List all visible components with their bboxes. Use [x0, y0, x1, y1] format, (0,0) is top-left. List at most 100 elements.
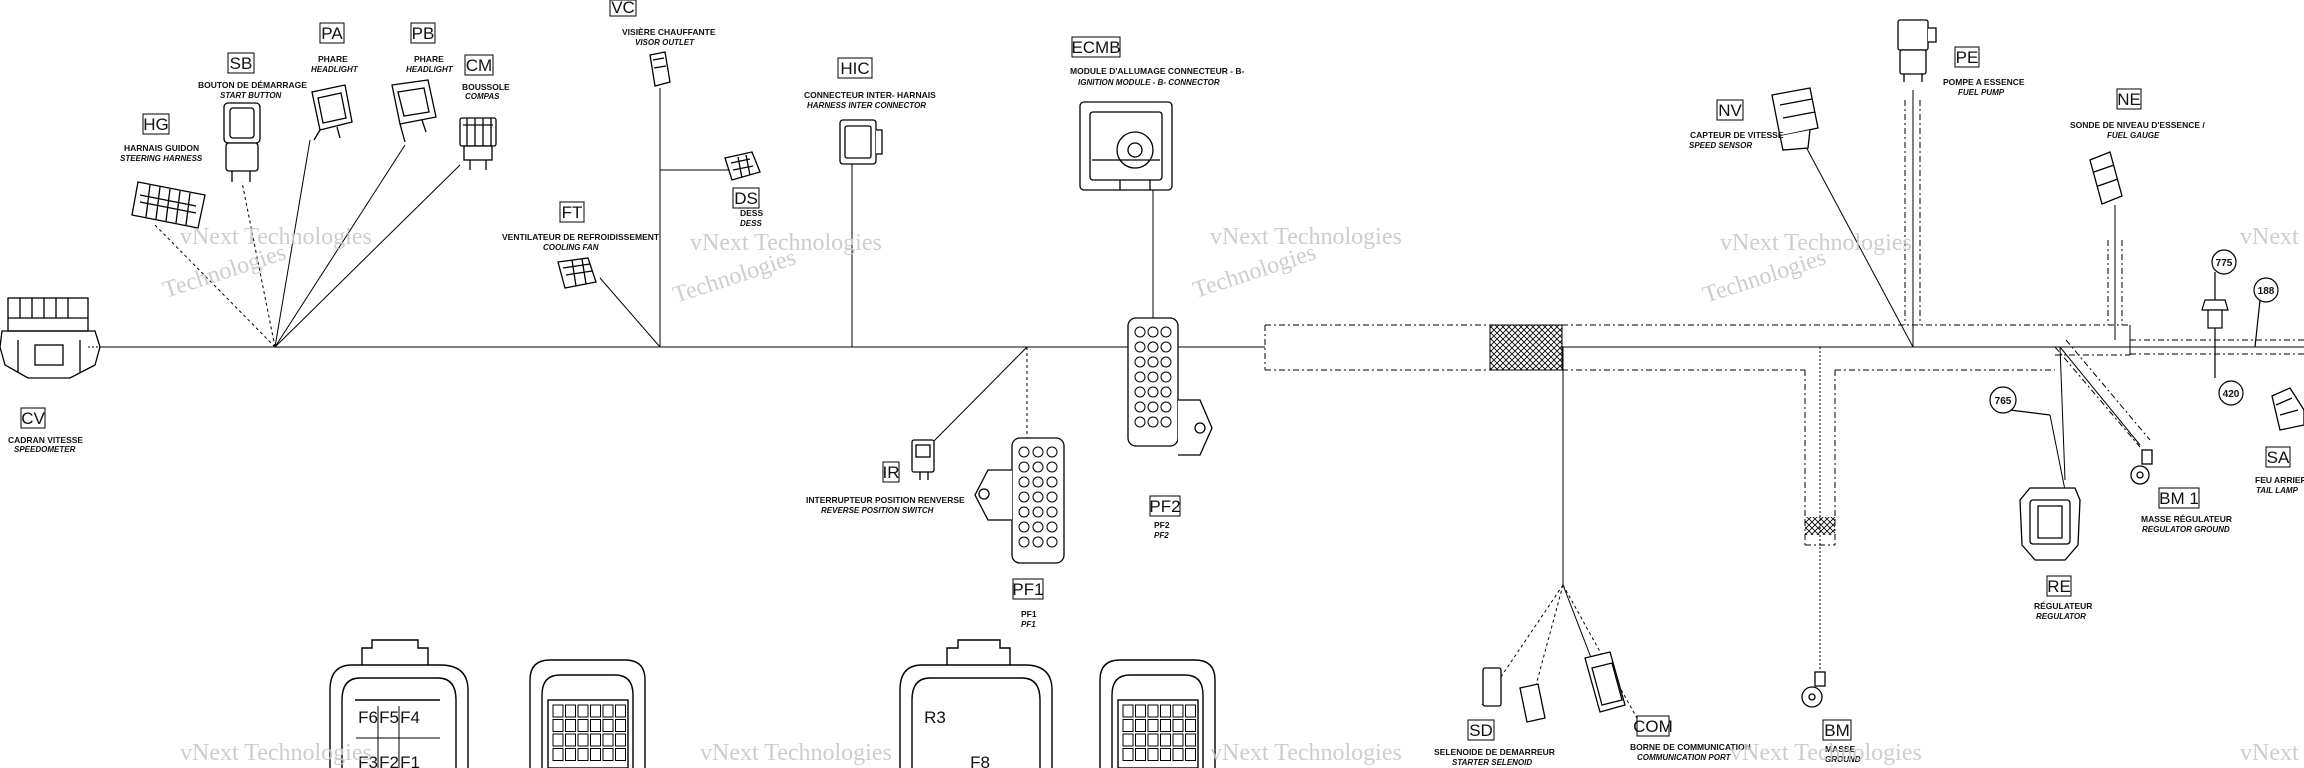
dess-en-label: DESS [740, 219, 762, 228]
connector-cavity [1135, 748, 1146, 761]
communication-port-fr-label: BORNE DE COMMUNICATION [1630, 742, 1751, 752]
watermark-text: vNext Technologies [180, 740, 372, 766]
relay-block[interactable] [899, 639, 1053, 768]
connector-cavity [1172, 733, 1184, 747]
regulator-ground-terminal[interactable] [2130, 449, 2153, 485]
watermark-text: vNext Technologies [1210, 224, 1402, 250]
marker-420: 420 [2223, 389, 2240, 400]
starter-selenoid-code: SD [1469, 721, 1493, 740]
pf2-code-box [1149, 495, 1181, 517]
connector-pin [1046, 491, 1058, 503]
connector-cavity [1135, 704, 1146, 718]
harness-inter-connector[interactable] [839, 119, 883, 165]
fuel-pump-en-label: FUEL PUMP [1958, 88, 2005, 97]
ecmb-code-box [1071, 36, 1121, 58]
speedometer-fr-label: CADRAN VITESSE [8, 435, 83, 445]
connector-pin [1032, 491, 1044, 503]
speed-sensor-code: NV [1718, 101, 1742, 120]
fuel-pump-code: PE [1956, 48, 1979, 67]
dess-fr-label: DESS [740, 208, 763, 218]
cooling-fan-code: FT [562, 203, 583, 222]
visor-outlet-connector[interactable] [649, 51, 671, 87]
connector-cavity [577, 719, 589, 732]
speed-sensor-en-label: SPEED SENSOR [1689, 141, 1752, 150]
reverse-switch-fr-label: INTERRUPTEUR POSITION RENVERSE [806, 495, 965, 505]
tail-lamp-connector[interactable] [2271, 387, 2304, 431]
connector-cavity [1147, 733, 1159, 747]
fuse-f3: F3 [358, 753, 378, 768]
hic-code-box [837, 57, 873, 79]
connector-pin [1160, 356, 1172, 368]
ground-terminal[interactable] [1801, 671, 1826, 708]
connector-pin [1160, 371, 1172, 383]
pf1-pins [1018, 446, 1058, 548]
headlight-b-connector[interactable] [391, 79, 437, 143]
connector-cavity [615, 719, 626, 732]
start-button-code-box [227, 52, 255, 74]
connector-cavity [552, 733, 564, 747]
regulator-connector[interactable] [2019, 487, 2081, 561]
pf2-pins [1134, 326, 1172, 428]
connector-cavity [590, 719, 601, 732]
compass-connector[interactable] [459, 117, 497, 170]
ground-code: BM [1824, 721, 1850, 740]
fuel-gauge-en-label: FUEL GAUGE [2107, 131, 2160, 140]
steering-harness-en-label: STEERING HARNESS [120, 154, 203, 163]
pf1-code: PF1 [1012, 580, 1043, 599]
connector-pin [1032, 506, 1044, 518]
connector-pin [1018, 536, 1030, 548]
connector-cavity [1122, 748, 1134, 761]
tail-lamp-fr-label: FEU ARRIERE [2255, 475, 2304, 485]
fuel-gauge-connector[interactable] [2089, 151, 2123, 205]
connector-pin [1018, 461, 1030, 473]
connector-pin [1032, 446, 1044, 458]
connector-cavity [1160, 704, 1171, 718]
starter-selenoid-connector[interactable] [1482, 667, 1546, 723]
communication-port-connector[interactable] [1584, 651, 1626, 713]
communication-port-code-box [1636, 715, 1670, 737]
headlight-a-connector[interactable] [311, 84, 353, 141]
connector-cavity [1122, 733, 1134, 747]
connector-cavity [1135, 719, 1146, 732]
dess-code-box [732, 187, 760, 209]
ignition-module-connector[interactable] [1079, 101, 1173, 191]
connector-pin [1032, 536, 1044, 548]
pf2-connector[interactable] [1127, 317, 1213, 456]
connector-cavity [1122, 719, 1134, 732]
fuel-pump-connector[interactable] [1897, 19, 1937, 82]
steering-harness-connector[interactable] [131, 181, 206, 229]
speedometer-connector[interactable] [0, 297, 101, 379]
speedometer-code-box [20, 407, 46, 429]
connector-pin [1032, 476, 1044, 488]
connector-pin [1018, 521, 1030, 533]
connector-pin [1018, 446, 1030, 458]
connector-cavity [1160, 719, 1171, 732]
connector-pin [1046, 461, 1058, 473]
watermark-text: vNext Technologies [690, 230, 882, 256]
connector-pin [1160, 416, 1172, 428]
watermark-text: vNext Technologies [1730, 740, 1922, 766]
speed-sensor-connector[interactable] [1771, 87, 1819, 151]
connector-cavity [552, 719, 564, 732]
connector-pin [1032, 521, 1044, 533]
main-harness [88, 324, 2304, 371]
dess-connector[interactable] [724, 151, 761, 181]
reverse-switch-connector[interactable] [911, 439, 935, 480]
connector-cavity [565, 748, 576, 761]
cooling-fan-connector[interactable] [557, 257, 597, 289]
connector-pin [1147, 326, 1159, 338]
connector-cavity [1147, 704, 1159, 718]
speedometer-en-label: SPEEDOMETER [14, 445, 76, 454]
cooling-fan-fr-label: VENTILATEUR DE REFROIDISSEMENT [502, 232, 660, 242]
start-button-connector[interactable] [223, 102, 261, 182]
visor-leads [599, 88, 730, 348]
connector-pin [1147, 401, 1159, 413]
connector-pin [1134, 356, 1146, 368]
starter-selenoid-en-label: STARTER SELENOID [1452, 758, 1532, 767]
right-branches [1481, 90, 2151, 721]
fuse-f6: F6 [358, 708, 378, 727]
watermark-text: vNext Technologies [180, 224, 372, 250]
connector-cavity [615, 748, 626, 761]
connector-cavity [565, 704, 576, 718]
headlight-a-fr-label: PHARE [318, 54, 348, 64]
